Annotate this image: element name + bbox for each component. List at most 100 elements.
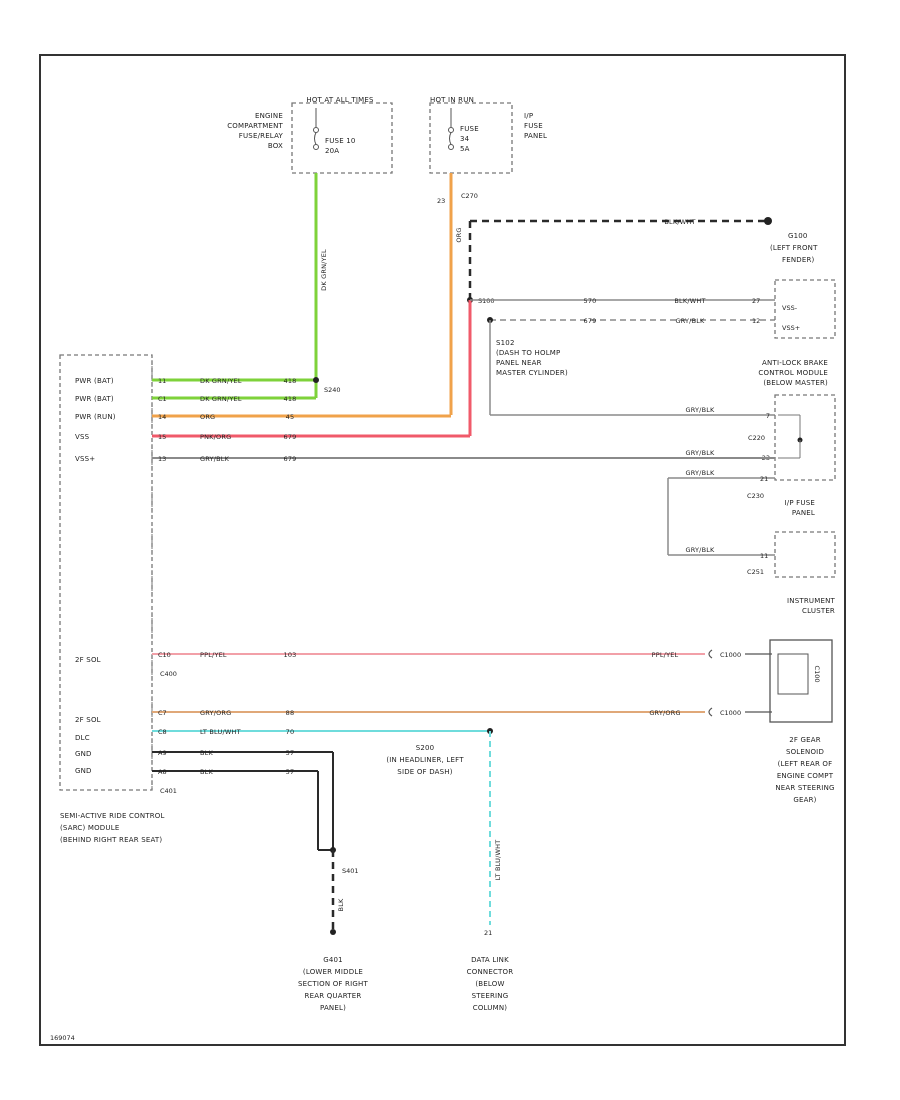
pin-number: 13 <box>158 455 166 463</box>
pin-name: 2F SOL <box>75 656 101 664</box>
ground-g401-line: SECTION OF RIGHT <box>298 980 368 988</box>
abs-module-line: ANTI-LOCK BRAKE <box>762 359 828 367</box>
connector-arrow-icon <box>708 649 713 659</box>
splice-s102: S102 (DASH TO HOLMP PANEL NEAR MASTER CY… <box>489 320 775 416</box>
pin-circuit: 679 <box>283 455 296 463</box>
dlc-path: S200 (IN HEADLINER, LEFT SIDE OF DASH) L… <box>386 728 513 1012</box>
wire-label-g401: BLK <box>337 898 345 911</box>
splice-s200-line: (IN HEADLINER, LEFT <box>386 756 464 764</box>
abs-connector-box <box>774 279 836 339</box>
main-module <box>59 354 153 791</box>
ground-g401-line: (LOWER MIDDLE <box>303 968 363 976</box>
abs-wires: 570 BLK/WHT 27 679 GRY/BLK 12 VSS- VSS+ <box>470 279 836 339</box>
pin-row-pwr-run: PWR (RUN) 14 ORG 45 <box>75 413 451 421</box>
solenoid-row-1-connector: C1000 <box>720 651 741 659</box>
pin-name: PWR (BAT) <box>75 395 114 403</box>
fuse-box-2-pin: 23 <box>437 197 445 205</box>
pin-wire-color: PPL/YEL <box>200 651 227 659</box>
pin-wire-color: GRY/BLK <box>200 455 230 463</box>
connector-c400: C400 <box>160 670 177 678</box>
splice-s102-line: MASTER CYLINDER) <box>496 369 568 377</box>
dlc-pin: 21 <box>484 929 492 937</box>
pin-name: PWR (BAT) <box>75 377 114 385</box>
ground-path: S401 BLK G401 (LOWER MIDDLE SECTION OF R… <box>298 752 368 1012</box>
ground-g401-line: PANEL) <box>320 1004 346 1012</box>
pin-circuit: 70 <box>286 728 295 736</box>
solenoid-row-2-connector: C1000 <box>720 709 741 717</box>
instrument-cluster-box <box>774 531 836 578</box>
fuse-box-1-header: HOT AT ALL TIMES <box>306 96 374 104</box>
splice-s100-label: S100 <box>478 297 495 305</box>
ground-g100-wire: BLK/WHT <box>664 218 695 226</box>
pin-wire-color: PNK/ORG <box>200 433 231 441</box>
splice-s102-line: PANEL NEAR <box>496 359 542 367</box>
pin-name: VSS <box>75 433 90 441</box>
fuse-34-rating: 5A <box>460 145 470 153</box>
wire-label-dlc: LT BLU/WHT <box>494 840 502 881</box>
splice-s240-dot <box>313 377 319 383</box>
ground-g100-line: FENDER) <box>782 256 815 264</box>
pin-circuit: 418 <box>283 377 296 385</box>
pin-number: C1 <box>158 395 167 403</box>
pin-wire-color: LT BLU/WHT <box>200 728 241 736</box>
pin-row-2f-sol-2: 2F SOL C7 GRY/ORG 88 <box>75 709 705 724</box>
abs-pin-vss-plus: VSS+ <box>782 324 800 332</box>
solenoid: PPL/YEL GRY/ORG C1000 C1000 C100 2F GEAR… <box>649 639 834 804</box>
ip-fuse-panel-branch: GRY/BLK 21 C230 I/P FUSE PANEL GRY/BLK 1… <box>667 469 836 615</box>
pin-wire-color: GRY/ORG <box>200 709 231 717</box>
fuse-box-1-location-line: ENGINE <box>255 112 283 120</box>
abs-row-3-color: GRY/BLK <box>685 406 715 414</box>
pin-row-dlc: DLC C8 LT BLU/WHT 70 <box>75 728 490 742</box>
ip-fuse-panel-line: I/P FUSE <box>785 499 816 507</box>
main-module-line: (BEHIND RIGHT REAR SEAT) <box>60 836 162 844</box>
pin-circuit: 103 <box>283 651 296 659</box>
cluster-connector-c251: C251 <box>747 568 764 576</box>
pin-wire-color: BLK <box>200 768 213 776</box>
solenoid-row-2-color: GRY/ORG <box>649 709 680 717</box>
solenoid-line: (LEFT REAR OF <box>778 760 833 768</box>
ip-fuse-panel-line: PANEL <box>792 509 815 517</box>
diagram-border <box>39 54 846 1046</box>
abs-module-pin: 7 <box>766 412 770 420</box>
fuse-box-2-location-line: FUSE <box>524 122 543 130</box>
fuse-34-icon <box>448 127 454 133</box>
instrument-cluster-line: CLUSTER <box>802 607 835 615</box>
instrument-cluster-pin: 11 <box>760 552 768 560</box>
pin-wire-color: DK GRN/YEL <box>200 395 242 403</box>
instrument-cluster-wire: GRY/BLK <box>685 546 715 554</box>
abs-row-2-color: GRY/BLK <box>675 317 705 325</box>
instrument-cluster-line: INSTRUMENT <box>787 597 836 605</box>
splice-s102-id: S102 <box>496 339 515 347</box>
connector-c401: C401 <box>160 787 177 795</box>
abs-row-1-color: BLK/WHT <box>674 297 705 305</box>
main-module-line: (SARC) MODULE <box>60 824 119 832</box>
footer-code: 169074 <box>50 1034 75 1042</box>
dlc-line: DATA LINK <box>471 956 509 964</box>
pin-row-vss: VSS 15 PNK/ORG 679 <box>75 310 472 441</box>
fuse-34-number: 34 <box>460 135 470 143</box>
pin-wire-color: DK GRN/YEL <box>200 377 242 385</box>
pin-row-pwr-bat-2: PWR (BAT) C1 DK GRN/YEL 418 <box>75 395 316 403</box>
abs-module-box <box>774 394 836 481</box>
abs-row-2-pin: 12 <box>752 317 760 325</box>
solenoid-line: 2F GEAR <box>789 736 821 744</box>
ground-g100-icon <box>764 217 772 225</box>
pin-number: C7 <box>158 709 167 717</box>
abs-module: ANTI-LOCK BRAKE CONTROL MODULE (BELOW MA… <box>748 359 836 481</box>
dlc-line: (BELOW <box>475 980 504 988</box>
abs-row-2-circuit: 679 <box>583 317 596 325</box>
splice-s102-line: (DASH TO HOLMP <box>496 349 560 357</box>
fuse-box-2: HOT IN RUN FUSE 34 5A I/P FUSE PANEL 23 … <box>429 96 547 205</box>
abs-row-1-pin: 27 <box>752 297 760 305</box>
pin-row-vss-plus: VSS+ 13 GRY/BLK 679 GRY/BLK <box>75 449 775 463</box>
solenoid-line: NEAR STEERING <box>775 784 834 792</box>
ground-g100-line: (LEFT FRONT <box>770 244 818 252</box>
splice-s240-label: S240 <box>324 386 341 394</box>
ip-fuse-panel-pin: 21 <box>760 475 768 483</box>
ip-connector-c230: C230 <box>747 492 764 500</box>
wire-label-fuse2: ORG <box>455 227 463 242</box>
ground-g401-icon <box>330 929 336 935</box>
pin-circuit: 57 <box>286 768 295 776</box>
solenoid-line: GEAR) <box>793 796 816 804</box>
